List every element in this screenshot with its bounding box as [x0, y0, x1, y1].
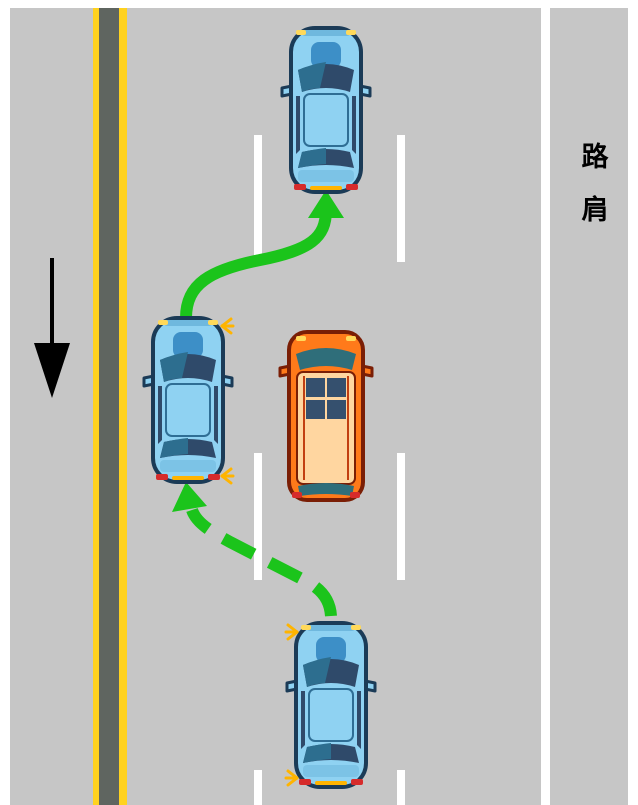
lane-change-arrow-solid	[180, 190, 344, 319]
blue-car-middle	[142, 316, 234, 484]
blue-car-bottom	[285, 621, 377, 789]
shoulder-label-char-1: 路	[581, 142, 609, 173]
shoulder-label-char-2: 肩	[581, 195, 609, 226]
blue-car-top	[280, 26, 372, 194]
orange-suv	[278, 330, 374, 502]
road-edge-line	[541, 8, 550, 805]
lane-divider-right	[397, 135, 405, 805]
lane-divider-left	[254, 135, 262, 805]
center-yellow-line-right	[119, 8, 127, 805]
traffic-direction-arrow	[34, 258, 70, 398]
center-yellow-line-left	[93, 8, 99, 805]
median-strip	[99, 8, 119, 805]
lane-change-arrow-dashed	[172, 482, 337, 617]
